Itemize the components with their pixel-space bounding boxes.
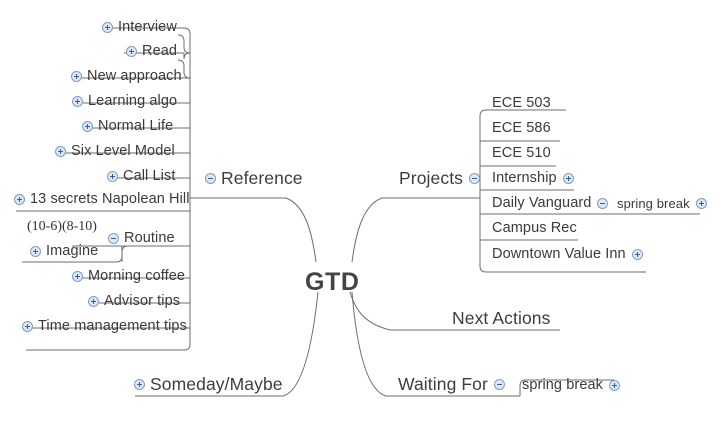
node-13-secrets-napolean-hill[interactable]: 13 secrets Napolean Hill (14, 192, 190, 207)
collapse-icon[interactable] (108, 232, 119, 244)
expand-icon[interactable] (609, 379, 620, 391)
node-call-list[interactable]: Call List (107, 169, 175, 184)
collapse-icon[interactable] (205, 173, 216, 185)
node-label: ECE 510 (492, 145, 551, 161)
node-interview[interactable]: Interview (102, 20, 177, 35)
node-morning-coffee[interactable]: Morning coffee (72, 269, 185, 284)
expand-icon[interactable] (14, 193, 25, 205)
node-label: Imagine (46, 243, 99, 259)
expand-icon[interactable] (102, 21, 113, 33)
node-ece-586[interactable]: ECE 586 (492, 121, 551, 136)
node-campus-rec[interactable]: Campus Rec (492, 221, 577, 236)
node-label: Campus Rec (492, 220, 577, 236)
node-learning-algo[interactable]: Learning algo (72, 94, 177, 109)
expand-icon[interactable] (88, 295, 99, 307)
node-label: ECE 503 (492, 95, 551, 111)
branch-someday-maybe-label: Someday/Maybe (150, 374, 283, 394)
branch-reference-label: Reference (221, 168, 303, 188)
node-label: Interview (118, 19, 177, 35)
node-daily-vanguard[interactable]: Daily Vanguard (492, 195, 609, 211)
expand-icon[interactable] (82, 120, 93, 132)
branch-next-actions[interactable]: Next Actions (452, 308, 551, 328)
node-label: Call List (123, 168, 176, 184)
expand-icon[interactable] (695, 198, 707, 209)
expand-icon[interactable] (134, 379, 145, 391)
node-new-approach[interactable]: New approach (71, 69, 182, 84)
collapse-icon[interactable] (493, 379, 505, 391)
node-read[interactable]: Read (126, 44, 177, 59)
node-label: spring break (522, 377, 603, 393)
expand-icon[interactable] (30, 245, 41, 257)
collapse-icon[interactable] (469, 173, 481, 185)
branch-projects[interactable]: Projects (399, 168, 481, 188)
branch-projects-label: Projects (399, 168, 464, 188)
branch-next-actions-label: Next Actions (452, 308, 551, 328)
node-time-management-tips[interactable]: Time management tips (22, 319, 187, 334)
node-waiting-for-spring-break[interactable]: spring break (522, 378, 620, 393)
node-label: Daily Vanguard (492, 195, 592, 211)
expand-icon[interactable] (107, 170, 118, 182)
node-label: Normal Life (98, 118, 174, 134)
expand-icon[interactable] (22, 320, 33, 332)
node-label: Morning coffee (88, 268, 186, 284)
node-label: New approach (87, 68, 182, 84)
expand-icon[interactable] (71, 70, 82, 82)
root-node[interactable]: GTD (305, 268, 360, 296)
collapse-icon[interactable] (597, 197, 609, 209)
branch-waiting-for-label: Waiting For (398, 374, 488, 394)
node-six-level-model[interactable]: Six Level Model (55, 144, 175, 159)
node-label: Six Level Model (71, 143, 175, 159)
node-label: Internship (492, 170, 557, 186)
floating-note: (10-6)(8-10) (27, 219, 97, 234)
branch-someday-maybe[interactable]: Someday/Maybe (134, 374, 283, 394)
expand-icon[interactable] (631, 248, 643, 260)
node-internship[interactable]: Internship (492, 171, 574, 186)
node-imagine[interactable]: Imagine (30, 244, 98, 259)
node-downtown-value-inn[interactable]: Downtown Value Inn (492, 247, 643, 262)
node-normal-life[interactable]: Normal Life (82, 119, 173, 134)
expand-icon[interactable] (55, 145, 66, 157)
node-label: spring break (617, 196, 690, 211)
node-label: 13 secrets Napolean Hill (30, 191, 190, 207)
node-label: Advisor tips (104, 293, 181, 309)
expand-icon[interactable] (72, 270, 83, 282)
node-label: Downtown Value Inn (492, 246, 626, 262)
node-label: Read (142, 43, 178, 59)
branch-waiting-for[interactable]: Waiting For (398, 374, 505, 394)
node-label: Learning algo (88, 93, 178, 109)
node-advisor-tips[interactable]: Advisor tips (88, 294, 180, 309)
expand-icon[interactable] (126, 45, 137, 57)
expand-icon[interactable] (562, 172, 574, 184)
node-ece-503[interactable]: ECE 503 (492, 96, 551, 111)
node-label: ECE 586 (492, 120, 551, 136)
node-routine[interactable]: Routine (108, 231, 175, 246)
expand-icon[interactable] (72, 95, 83, 107)
branch-reference[interactable]: Reference (205, 168, 303, 188)
node-label: Routine (124, 230, 175, 246)
node-daily-vanguard-spring-break[interactable]: spring break (617, 197, 707, 210)
node-label: Time management tips (38, 318, 187, 334)
node-ece-510[interactable]: ECE 510 (492, 146, 551, 161)
